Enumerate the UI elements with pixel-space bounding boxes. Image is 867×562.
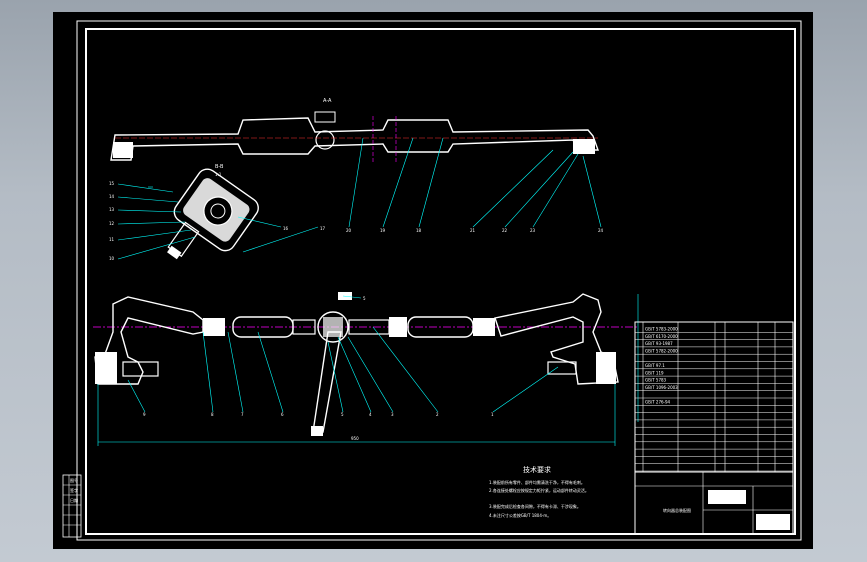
callout-top-4: 22 — [502, 228, 508, 233]
callout-detail-0: 15 — [109, 181, 115, 186]
bom-row-code: GB/T 5782-2000 — [645, 348, 678, 353]
bom-row-code: GB/T 276-94 — [645, 400, 671, 405]
callout-front-8: 1 — [491, 412, 494, 417]
drawing-sheet: 图号 签字 日期 A-A 20 19 18 21 22 23 24 B-B 1:… — [62, 20, 802, 541]
callout-front-0: 9 — [143, 412, 146, 417]
inner-border — [85, 28, 796, 535]
stamp-cell-0: 图号 — [70, 477, 78, 483]
callout-top-0: 20 — [346, 228, 352, 233]
callout-top-6: 24 — [598, 228, 604, 233]
detail-view-label: B-B — [215, 164, 224, 170]
stamp-cell-2: 日期 — [70, 497, 78, 503]
title-block-name: 转向器总装配图 — [663, 507, 691, 513]
outer-border — [76, 20, 802, 541]
bom-row-code: GB/T 119 — [645, 370, 664, 375]
callout-top-2: 18 — [416, 228, 422, 233]
tech-note-2: 3.装配完成后检查各间隙，不得有卡滞、干涉现象。 — [489, 503, 581, 509]
callout-front-2: 7 — [241, 412, 244, 417]
tech-note-0: 1.装配前所有零件、部件均需清洗干净，不得有毛刺。 — [489, 479, 585, 485]
callout-top-3: 21 — [470, 228, 476, 233]
callout-front-1: 8 — [211, 412, 214, 417]
tech-note-3: 4.未注尺寸公差按GB/T 1804-m。 — [489, 512, 551, 518]
cad-viewport[interactable]: 图号 签字 日期 A-A 20 19 18 21 22 23 24 B-B 1:… — [53, 12, 813, 549]
callout-detail-7: 17 — [320, 226, 326, 231]
callout-front-3: 6 — [281, 412, 284, 417]
callout-detail-6: 16 — [283, 226, 289, 231]
callout-detail-4: 11 — [109, 237, 115, 242]
overall-dimension: 950 — [351, 436, 359, 441]
callout-detail-1: 14 — [109, 194, 115, 199]
callout-front-6: 3 — [391, 412, 394, 417]
top-view: A-A 20 19 18 21 22 23 24 — [110, 98, 604, 233]
callout-front-top: 5 — [363, 296, 366, 301]
callout-front-7: 2 — [436, 412, 439, 417]
detail-view: B-B 1:1 15 14 13 12 11 10 16 17 — [109, 164, 326, 261]
technical-requirements: 技术要求 1.装配前所有零件、部件均需清洗干净，不得有毛刺。 2.各连接处螺栓应… — [489, 465, 589, 518]
bom-row-code: GB/T 97.1 — [645, 363, 665, 368]
callout-detail-3: 12 — [109, 221, 115, 226]
stamp-cell-1: 签字 — [70, 487, 78, 493]
tech-note-1: 2.各连接处螺栓应按规定力矩拧紧，运动部件转动灵活。 — [489, 487, 589, 493]
callout-front-5: 4 — [369, 412, 372, 417]
callout-top-1: 19 — [380, 228, 386, 233]
callout-detail-2: 13 — [109, 207, 115, 212]
callout-front-4: 5 — [341, 412, 344, 417]
top-view-label: A-A — [323, 98, 332, 104]
bom-row-code: GB/T 5783-2000 — [645, 327, 678, 332]
tech-requirements-title: 技术要求 — [523, 465, 551, 474]
bom-row-code: GB/T 6170-2000 — [645, 334, 678, 339]
front-view: 950 5 9 8 7 6 5 4 3 2 1 — [93, 292, 639, 446]
title-block: 转向器总装配图 — [634, 471, 794, 535]
bom-row-code: GB/T 1096-2003 — [645, 385, 678, 390]
bom-row-code: GB/T 93-1987 — [645, 341, 673, 346]
left-stamp-table: 图号 签字 日期 — [62, 474, 82, 538]
callout-top-5: 23 — [530, 228, 536, 233]
callout-detail-5: 10 — [109, 256, 115, 261]
bom-row-code: GB/T 5783 — [645, 378, 667, 383]
